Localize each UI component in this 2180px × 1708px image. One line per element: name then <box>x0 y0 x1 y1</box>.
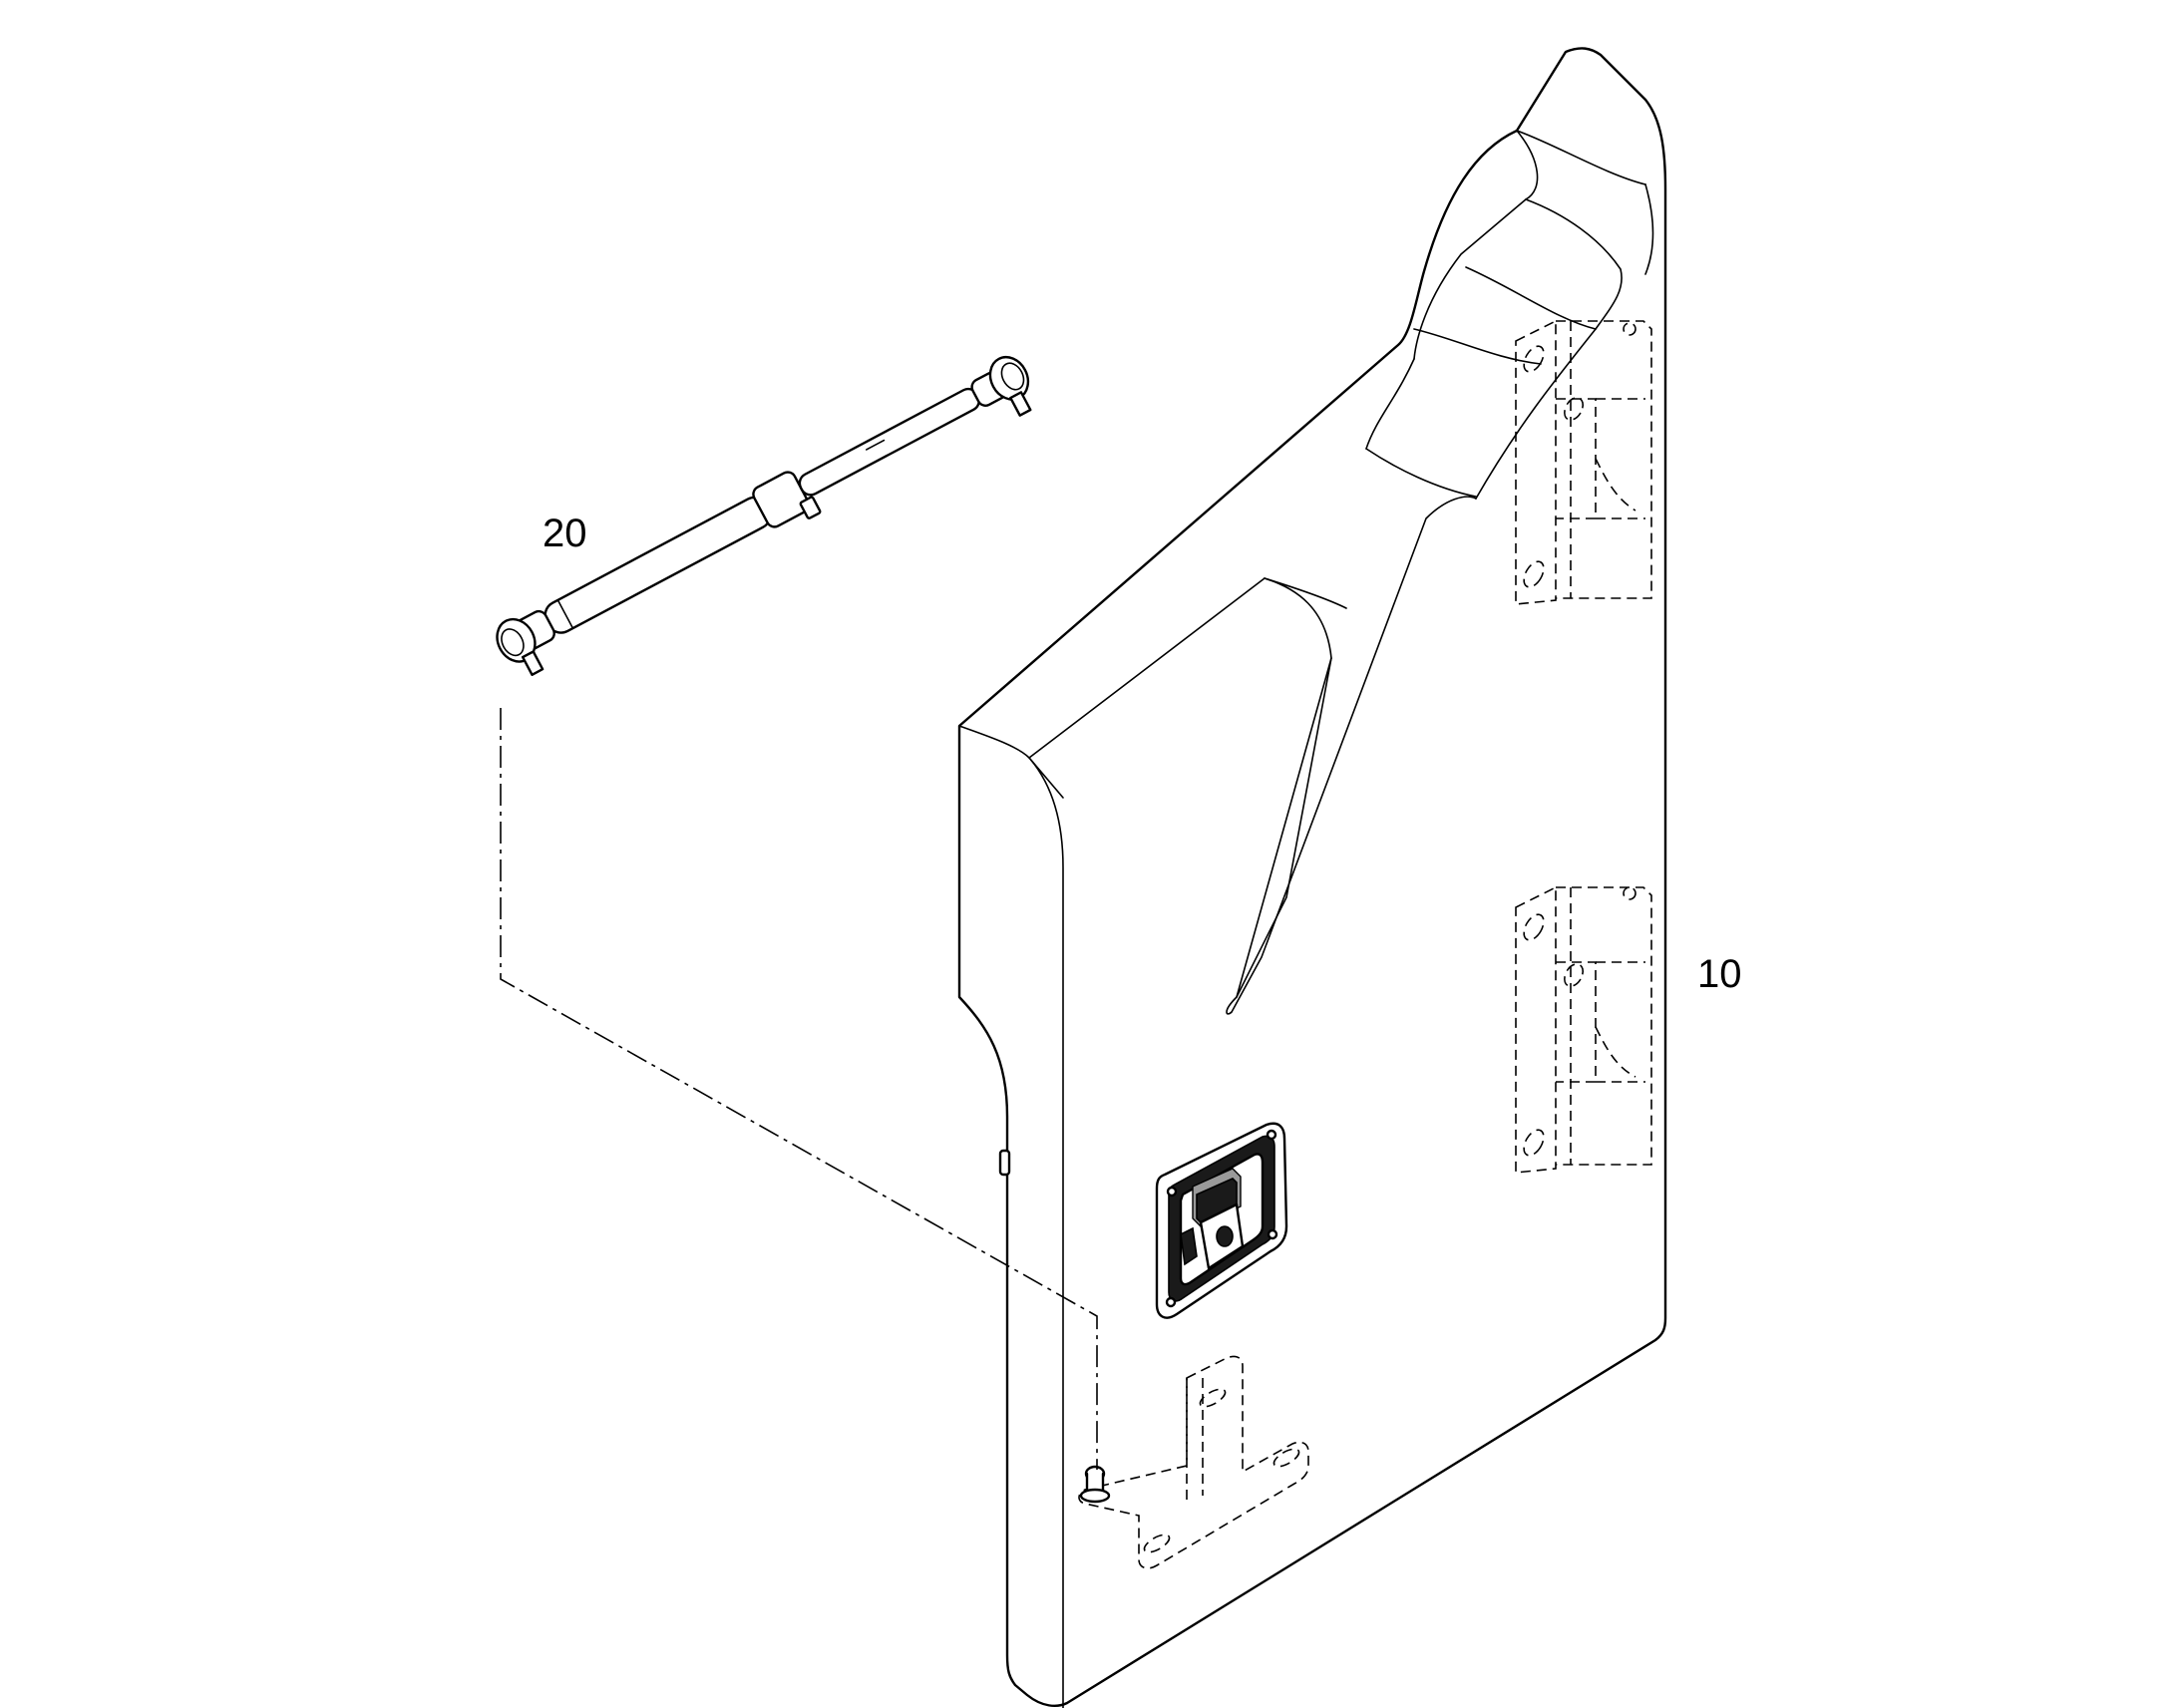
hinge-icon <box>1515 319 1652 1174</box>
latch-handle-icon[interactable] <box>1155 1122 1288 1319</box>
assembly-centerline <box>500 708 1098 1470</box>
callout-door-panel: 10 <box>1697 952 1742 996</box>
door-panel-icon[interactable] <box>957 47 1667 1708</box>
callout-gas-strut: 20 <box>543 512 587 555</box>
gas-strut-icon[interactable] <box>490 350 1042 682</box>
bracket-icon <box>1078 1355 1309 1569</box>
